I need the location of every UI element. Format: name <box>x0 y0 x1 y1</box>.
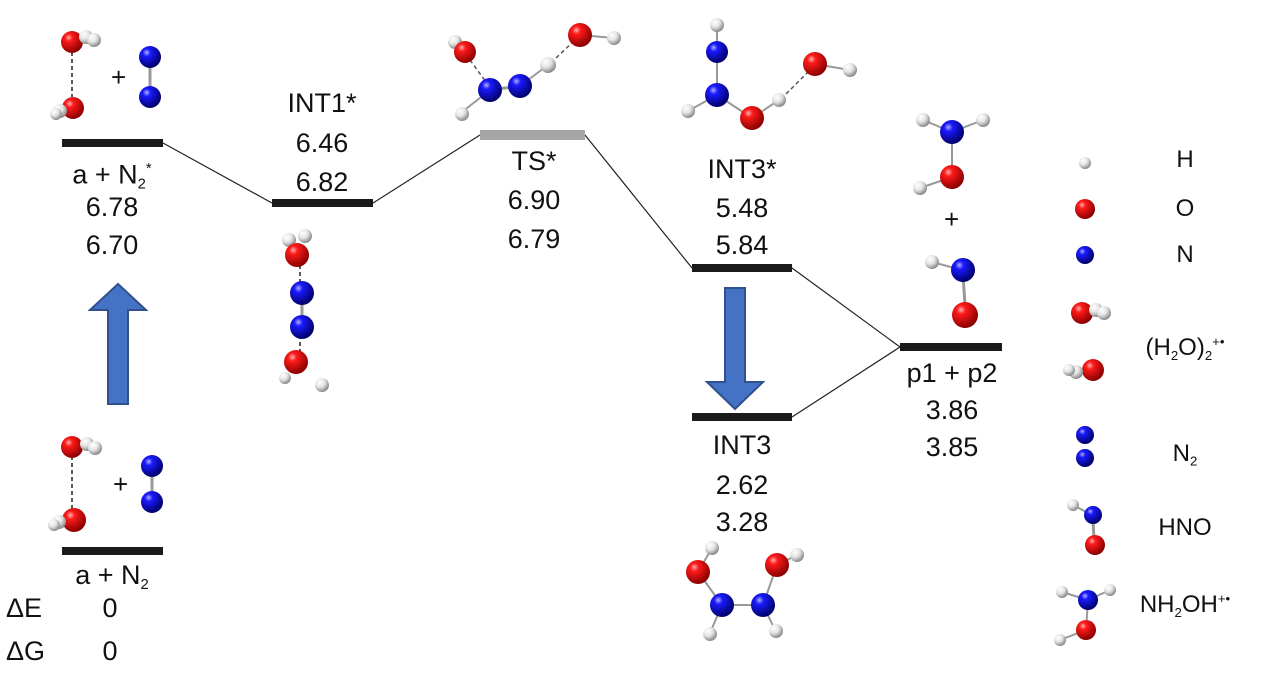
level-bar-a-n2-star <box>62 139 163 147</box>
level-bar-int3-star <box>692 264 792 272</box>
connector <box>791 267 901 348</box>
level-label-a-n2: a + N2 <box>32 560 192 600</box>
molecule-int3 <box>686 541 804 641</box>
label-subscript: 2 <box>137 176 146 193</box>
plus-sign: + <box>944 204 960 234</box>
level-label-int1-star: INT1* <box>287 88 357 118</box>
legend-label-nh2oh: NH2OH+• <box>1110 585 1260 627</box>
label-subscript: 2 <box>1204 347 1213 363</box>
connector-lines <box>162 134 901 418</box>
legend-label-hno: HNO <box>1158 514 1212 541</box>
energy-dg: 3.85 <box>925 432 979 462</box>
legend-label-water-dimer: (H2O)2+• <box>1110 328 1260 370</box>
level-bar-p1-p2 <box>900 343 1002 351</box>
legend-label-o: O <box>1175 195 1195 222</box>
molecule-int3-star <box>681 18 857 130</box>
label-text: NH <box>1139 591 1175 619</box>
level-bar-int3 <box>692 413 792 421</box>
down-arrow-icon <box>704 287 766 411</box>
connector <box>162 142 273 204</box>
plus-sign: + <box>113 469 129 499</box>
legend-o-atom-icon <box>1075 199 1095 219</box>
molecule-n2 <box>139 46 161 108</box>
energy-dg: 6.82 <box>295 167 349 197</box>
connector <box>791 346 901 418</box>
label-text: OH <box>1181 591 1218 619</box>
connector <box>372 134 481 204</box>
energy-de: 6.90 <box>507 185 561 215</box>
label-text: a + N <box>75 560 141 590</box>
legend-water-dimer-icon <box>1063 302 1111 381</box>
energy-de: 6.78 <box>85 192 139 222</box>
plus-sign: + <box>111 62 127 92</box>
legend-n-atom-icon <box>1076 246 1094 264</box>
level-label-p1-p2: p1 + p2 <box>906 358 998 388</box>
energy-de: 6.46 <box>295 128 349 158</box>
level-label-int3-star: INT3* <box>707 154 777 184</box>
energy-de: 5.48 <box>715 193 769 223</box>
energy-de: 0 <box>102 593 118 623</box>
legend-hno-icon <box>1067 499 1105 555</box>
level-bar-int1-star <box>272 199 373 207</box>
row-label-delta-g: ΔG <box>6 636 46 666</box>
level-bar-a-n2 <box>62 547 163 555</box>
molecule-water-dimer-excited <box>50 30 101 120</box>
label-subscript: 2 <box>1174 604 1182 620</box>
molecule-nh2oh-cation <box>913 113 990 195</box>
legend-h-atom-icon <box>1079 157 1091 169</box>
label-subscript: 2 <box>1190 453 1198 469</box>
label-text: (H <box>1145 334 1171 362</box>
level-label-a-n2-star: a + N2* <box>32 154 192 200</box>
energy-de: 3.86 <box>925 395 979 425</box>
level-label-int3: INT3 <box>712 430 772 460</box>
label-text: N <box>1172 440 1190 467</box>
label-superscript: +• <box>1217 591 1231 606</box>
level-label-ts-star: TS* <box>511 146 557 176</box>
legend-label-n2: N2 <box>1110 440 1260 476</box>
molecule-n2 <box>141 455 163 513</box>
legend-n2-icon <box>1076 426 1094 467</box>
energy-dg: 6.79 <box>507 224 561 254</box>
energy-de: 2.62 <box>715 470 769 500</box>
molecule-ts <box>448 23 621 121</box>
label-text: a + N <box>72 159 138 190</box>
energy-dg: 6.70 <box>85 230 139 260</box>
legend-nh2oh-icon <box>1054 584 1116 646</box>
connector <box>584 134 693 269</box>
energy-dg: 0 <box>102 636 118 666</box>
label-superscript: +• <box>1212 334 1225 349</box>
legend-label-n: N <box>1176 241 1194 268</box>
legend-label-h: H <box>1176 146 1194 173</box>
energy-dg: 5.84 <box>715 230 769 260</box>
level-bar-ts-star <box>480 130 585 140</box>
row-label-delta-e: ΔE <box>6 593 43 623</box>
molecule-water-dimer <box>48 436 102 532</box>
label-subscript: 2 <box>140 577 149 594</box>
label-superscript: * <box>145 161 152 177</box>
label-text: O) <box>1178 334 1205 362</box>
up-arrow-icon <box>87 282 149 405</box>
molecule-int1 <box>279 229 329 392</box>
molecule-hno <box>925 255 978 328</box>
label-subscript: 2 <box>1170 347 1179 363</box>
energy-dg: 3.28 <box>715 507 769 537</box>
